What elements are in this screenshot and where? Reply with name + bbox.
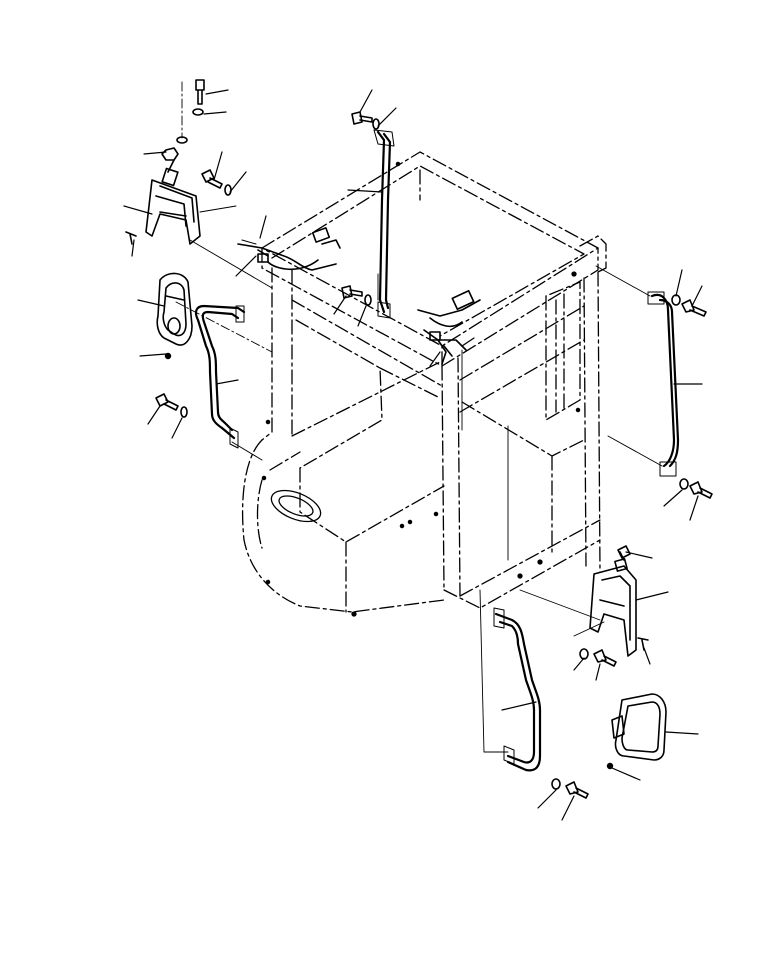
right-mirror-fasteners [551, 545, 649, 799]
right-mirror-bracket [589, 551, 637, 657]
left-mirror-bracket [145, 159, 201, 245]
alignment-lines [175, 81, 663, 753]
left-mirror [156, 272, 193, 346]
right-handrail-fasteners [671, 294, 713, 499]
handrail-fasteners [341, 111, 380, 306]
front-left-handrail [373, 129, 395, 319]
washers [176, 108, 232, 418]
left-mirror-arm [194, 304, 246, 449]
right-handrail [647, 291, 680, 477]
nuts [161, 147, 179, 360]
callout-leaders [123, 89, 703, 821]
right-mirror [606, 693, 667, 770]
cab-lower-panel-details [261, 161, 581, 617]
cab-frame [241, 151, 607, 613]
bolts [125, 79, 223, 411]
wiring-harness [237, 227, 481, 365]
right-mirror-arm [493, 607, 542, 772]
